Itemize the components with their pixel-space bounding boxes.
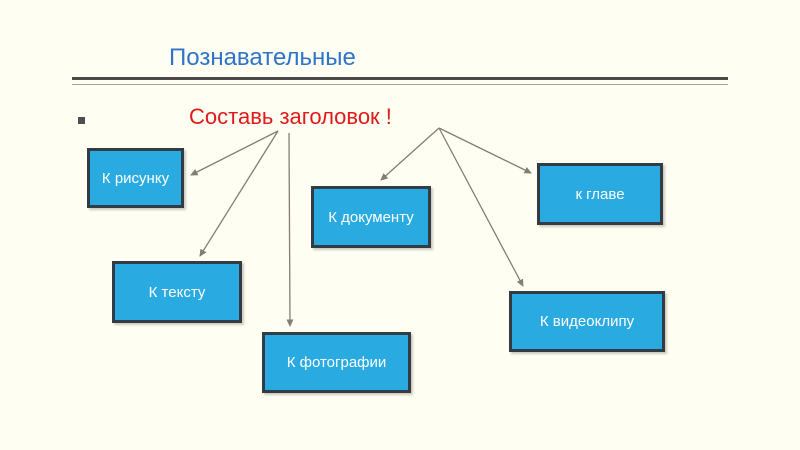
connector-to-tekst [199,130,279,257]
node-k-fotografii-label: К фотографии [286,354,387,371]
connector-to-dokument [380,127,440,181]
node-k-glave-label: к главе [575,185,625,203]
bullet-marker [78,117,85,124]
connector-to-risunok [190,130,279,176]
node-k-risunku: К рисунку [87,148,184,208]
node-k-videoklipu-label: К видеоклипу [539,313,635,330]
slide-subtitle: Составь заголовок ! [189,104,392,129]
divider-thin-line [72,84,728,85]
node-k-tekstu-label: К тексту [148,283,206,301]
divider-thick-line [72,77,728,80]
connector-to-fotografii [286,132,294,327]
node-k-risunku-label: К рисунку [101,169,170,187]
connector-to-glava [438,127,532,174]
node-k-dokumentu-label: К документу [328,208,414,226]
connector-to-videoklip [438,127,524,287]
node-k-dokumentu: К документу [311,186,431,248]
node-k-fotografii: К фотографии [262,332,411,393]
slide-title: Познавательные [169,44,356,71]
node-k-glave: к главе [537,163,663,225]
node-k-videoklipu: К видеоклипу [509,291,665,352]
node-k-tekstu: К тексту [112,261,242,323]
title-divider [72,77,728,85]
